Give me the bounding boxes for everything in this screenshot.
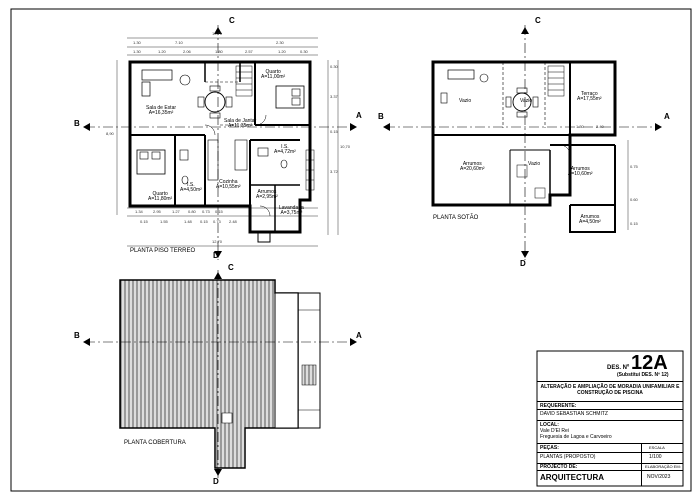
room-is-1: I.S.A=4,50m²: [180, 182, 202, 193]
requerente-label: REQUERENTE:: [540, 403, 577, 409]
projeto-label: PROJECTO DE:: [540, 464, 578, 470]
dim-bottom-f: 0.15: [215, 209, 223, 214]
local-line2: Freguesia de Lagoa e Carvoeiro: [540, 434, 612, 440]
section-arrows: [83, 27, 662, 476]
dim-bottom2-e: 0.73: [213, 219, 221, 224]
attic-section-mark-b: B: [378, 112, 384, 121]
title-block: DES. Nº 12A (Substitui DES. Nº 12) ALTER…: [537, 351, 683, 486]
attic-section-mark-c: C: [535, 16, 541, 25]
ground-floor-title: PLANTA PISO TERREO: [130, 248, 196, 254]
attic-dim-right-b: 0.60: [630, 197, 638, 202]
roof-plan: [119, 279, 321, 469]
pecas-label: PEÇAS:: [540, 445, 559, 451]
attic-dim-terrace-a: 1.30: [576, 124, 584, 129]
escala-label: ESCALA: [649, 445, 665, 450]
local-label: LOCAL:: [540, 422, 559, 428]
roof-section-mark-a: A: [356, 331, 362, 340]
attic-section-mark-d: D: [520, 259, 526, 268]
substitui-note: (Substitui DES. Nº 12): [617, 372, 669, 378]
project-title: ALTERAÇÃO E AMPLIAÇÃO DE MORADIA UNIFAMI…: [540, 384, 680, 396]
dim-bottom2-d: 0.15: [200, 219, 208, 224]
requerente-value: DAVID SEBASTIAN SCHMITZ: [540, 411, 608, 417]
ground-floor-plan: [116, 37, 339, 247]
dim-top2-e: 2.57: [245, 49, 253, 54]
dim-top-a: 1.30: [133, 40, 141, 45]
attic-room-vazio-1: Vazio: [459, 98, 472, 104]
dim-left-total: 8,90: [106, 131, 114, 136]
pecas-value: PLANTAS (PROPOSTO): [540, 454, 596, 460]
projeto-value: ARQUITECTURA: [540, 473, 604, 482]
attic-room-vazio-2: Vazio: [520, 98, 533, 104]
dim-bottom2-a: 0.15: [140, 219, 148, 224]
attic-dim-right-c: 0.15: [630, 221, 638, 226]
section-mark-c-top: C: [229, 16, 235, 25]
roof-section-mark-c: C: [228, 263, 234, 272]
attic-plan: [431, 60, 629, 233]
roof-section-mark-d: D: [213, 477, 219, 486]
roof-section-mark-b: B: [74, 331, 80, 340]
dim-top2-d: 1.80: [215, 49, 223, 54]
attic-room-vazio-3: Vazio: [528, 161, 541, 167]
attic-plan-title: PLANTA SOTÃO: [433, 215, 479, 221]
dim-bottom-c: 1.27: [172, 209, 180, 214]
dim-bottom-d: 0.80: [188, 209, 196, 214]
dim-right-total: 10,70: [340, 144, 351, 149]
data-value: NOV/2023: [647, 474, 671, 480]
roof-plan-title: PLANTA COBERTURA: [124, 440, 186, 446]
section-mark-b-left: B: [74, 119, 80, 128]
dim-top2-f: 1.20: [278, 49, 286, 54]
attic-section-mark-a: A: [664, 112, 670, 121]
sheet-border: [10, 8, 692, 492]
dim-bottom-e: 0.73: [202, 209, 210, 214]
dim-bottom-a: 1.34: [135, 209, 143, 214]
elaboracao-label: ELABORAÇÃO EM:: [645, 464, 681, 469]
dim-top-b: 7.10: [175, 40, 183, 45]
attic-dim-terrace-b: 2.40: [596, 124, 604, 129]
section-lines: [85, 25, 660, 478]
dim-bottom2-b: 1.55: [160, 219, 168, 224]
dim-top-total: 10,70: [212, 31, 223, 36]
dim-bottom-b: 2.95: [153, 209, 161, 214]
dim-top2-a: 1.30: [133, 49, 141, 54]
dim-top-c: 2.30: [276, 40, 284, 45]
title-block-frame: [536, 350, 684, 487]
escala-value: 1/100: [649, 454, 662, 460]
dim-right-b: 3.37: [330, 94, 338, 99]
dim-bottom-total: 12,70: [212, 239, 223, 244]
dim-top2-c: 2.06: [183, 49, 191, 54]
room-is-2: I.S.A=4,72m²: [274, 144, 296, 155]
local-line1: Vale D'El Rei: [540, 428, 569, 434]
des-number: 12A: [631, 352, 668, 374]
dim-top2-b: 1.20: [158, 49, 166, 54]
section-mark-a-right: A: [356, 111, 362, 120]
dim-right-d: 3.72: [330, 169, 338, 174]
attic-dim-right-a: 0.75: [630, 164, 638, 169]
section-mark-d-bottom: D: [213, 251, 219, 260]
des-label: DES. Nº: [607, 365, 630, 371]
dim-right-c: 0.15: [330, 129, 338, 134]
dim-right-a: 0.30: [330, 64, 338, 69]
dim-top2-g: 0.30: [300, 49, 308, 54]
dim-bottom2-f: 2.48: [229, 219, 237, 224]
dim-bottom2-c: 1.48: [184, 219, 192, 224]
